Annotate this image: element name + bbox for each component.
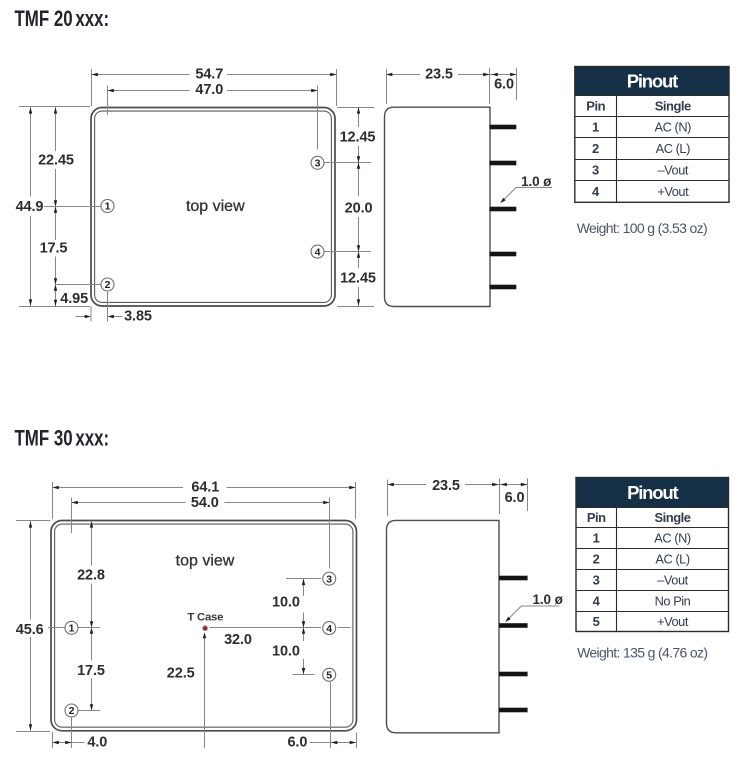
svg-text:44.9: 44.9 (16, 199, 44, 215)
svg-text:10.0: 10.0 (272, 595, 300, 611)
svg-text:47.0: 47.0 (195, 82, 223, 98)
svg-text:TMF 30 xxx:: TMF 30 xxx: (15, 426, 110, 451)
svg-text:54.7: 54.7 (195, 66, 223, 82)
svg-text:20.0: 20.0 (345, 201, 373, 217)
svg-text:12.45: 12.45 (340, 270, 376, 286)
svg-text:5: 5 (593, 614, 600, 629)
svg-text:17.5: 17.5 (77, 663, 105, 679)
svg-text:1.0 ø: 1.0 ø (532, 592, 563, 607)
svg-text:32.0: 32.0 (224, 632, 252, 648)
svg-text:Pinout: Pinout (627, 70, 678, 91)
svg-text:+Vout: +Vout (657, 184, 689, 199)
svg-text:3.85: 3.85 (124, 309, 152, 325)
svg-text:10.0: 10.0 (272, 644, 300, 660)
svg-text:4.95: 4.95 (60, 291, 88, 307)
svg-text:4: 4 (592, 184, 600, 199)
svg-text:6.0: 6.0 (494, 77, 514, 93)
svg-text:2: 2 (593, 552, 600, 567)
svg-text:3: 3 (592, 163, 599, 178)
svg-text:–Vout: –Vout (657, 573, 688, 588)
svg-text:64.1: 64.1 (191, 480, 219, 496)
svg-text:+Vout: +Vout (657, 614, 689, 629)
svg-text:Single: Single (654, 510, 690, 525)
svg-text:1: 1 (593, 531, 600, 546)
svg-text:4: 4 (315, 246, 321, 258)
svg-text:22.45: 22.45 (38, 153, 74, 169)
svg-text:AC (N): AC (N) (655, 120, 692, 135)
svg-text:T Case: T Case (187, 611, 223, 623)
svg-text:AC (N): AC (N) (654, 531, 691, 546)
svg-text:top view: top view (186, 198, 245, 215)
svg-text:1: 1 (105, 201, 111, 213)
svg-text:22.5: 22.5 (167, 666, 195, 682)
svg-text:6.0: 6.0 (505, 490, 525, 506)
svg-text:5: 5 (326, 670, 332, 682)
svg-text:Weight: 100 g (3.53 oz): Weight: 100 g (3.53 oz) (577, 220, 707, 236)
svg-text:23.5: 23.5 (425, 66, 453, 82)
svg-text:6.0: 6.0 (287, 735, 307, 751)
svg-text:45.6: 45.6 (16, 622, 44, 638)
svg-text:Weight: 135 g (4.76 oz): Weight: 135 g (4.76 oz) (577, 645, 707, 661)
svg-text:AC (L): AC (L) (655, 552, 689, 567)
svg-text:12.45: 12.45 (340, 129, 376, 145)
svg-text:Pin: Pin (586, 99, 605, 114)
svg-text:1.0 ø: 1.0 ø (521, 174, 552, 189)
svg-text:54.0: 54.0 (191, 495, 219, 511)
svg-text:3: 3 (593, 573, 600, 588)
svg-text:4: 4 (593, 594, 601, 609)
svg-text:22.8: 22.8 (77, 567, 105, 583)
svg-text:3: 3 (315, 158, 321, 170)
svg-text:–Vout: –Vout (658, 163, 689, 178)
svg-text:2: 2 (105, 279, 111, 291)
svg-text:23.5: 23.5 (432, 478, 460, 494)
svg-text:No Pin: No Pin (655, 594, 691, 609)
svg-text:AC (L): AC (L) (656, 141, 690, 156)
svg-text:Pinout: Pinout (627, 482, 678, 503)
svg-text:4.0: 4.0 (87, 735, 107, 751)
svg-text:2: 2 (69, 705, 75, 717)
svg-text:1: 1 (592, 120, 599, 135)
svg-text:Pin: Pin (587, 510, 606, 525)
svg-text:3: 3 (326, 573, 332, 585)
svg-text:4: 4 (326, 623, 332, 635)
svg-text:17.5: 17.5 (40, 240, 68, 256)
svg-text:TMF 20 xxx:: TMF 20 xxx: (15, 7, 110, 32)
svg-text:1: 1 (69, 623, 75, 635)
svg-text:2: 2 (592, 141, 599, 156)
svg-text:top view: top view (176, 553, 235, 570)
svg-text:Single: Single (655, 99, 691, 114)
